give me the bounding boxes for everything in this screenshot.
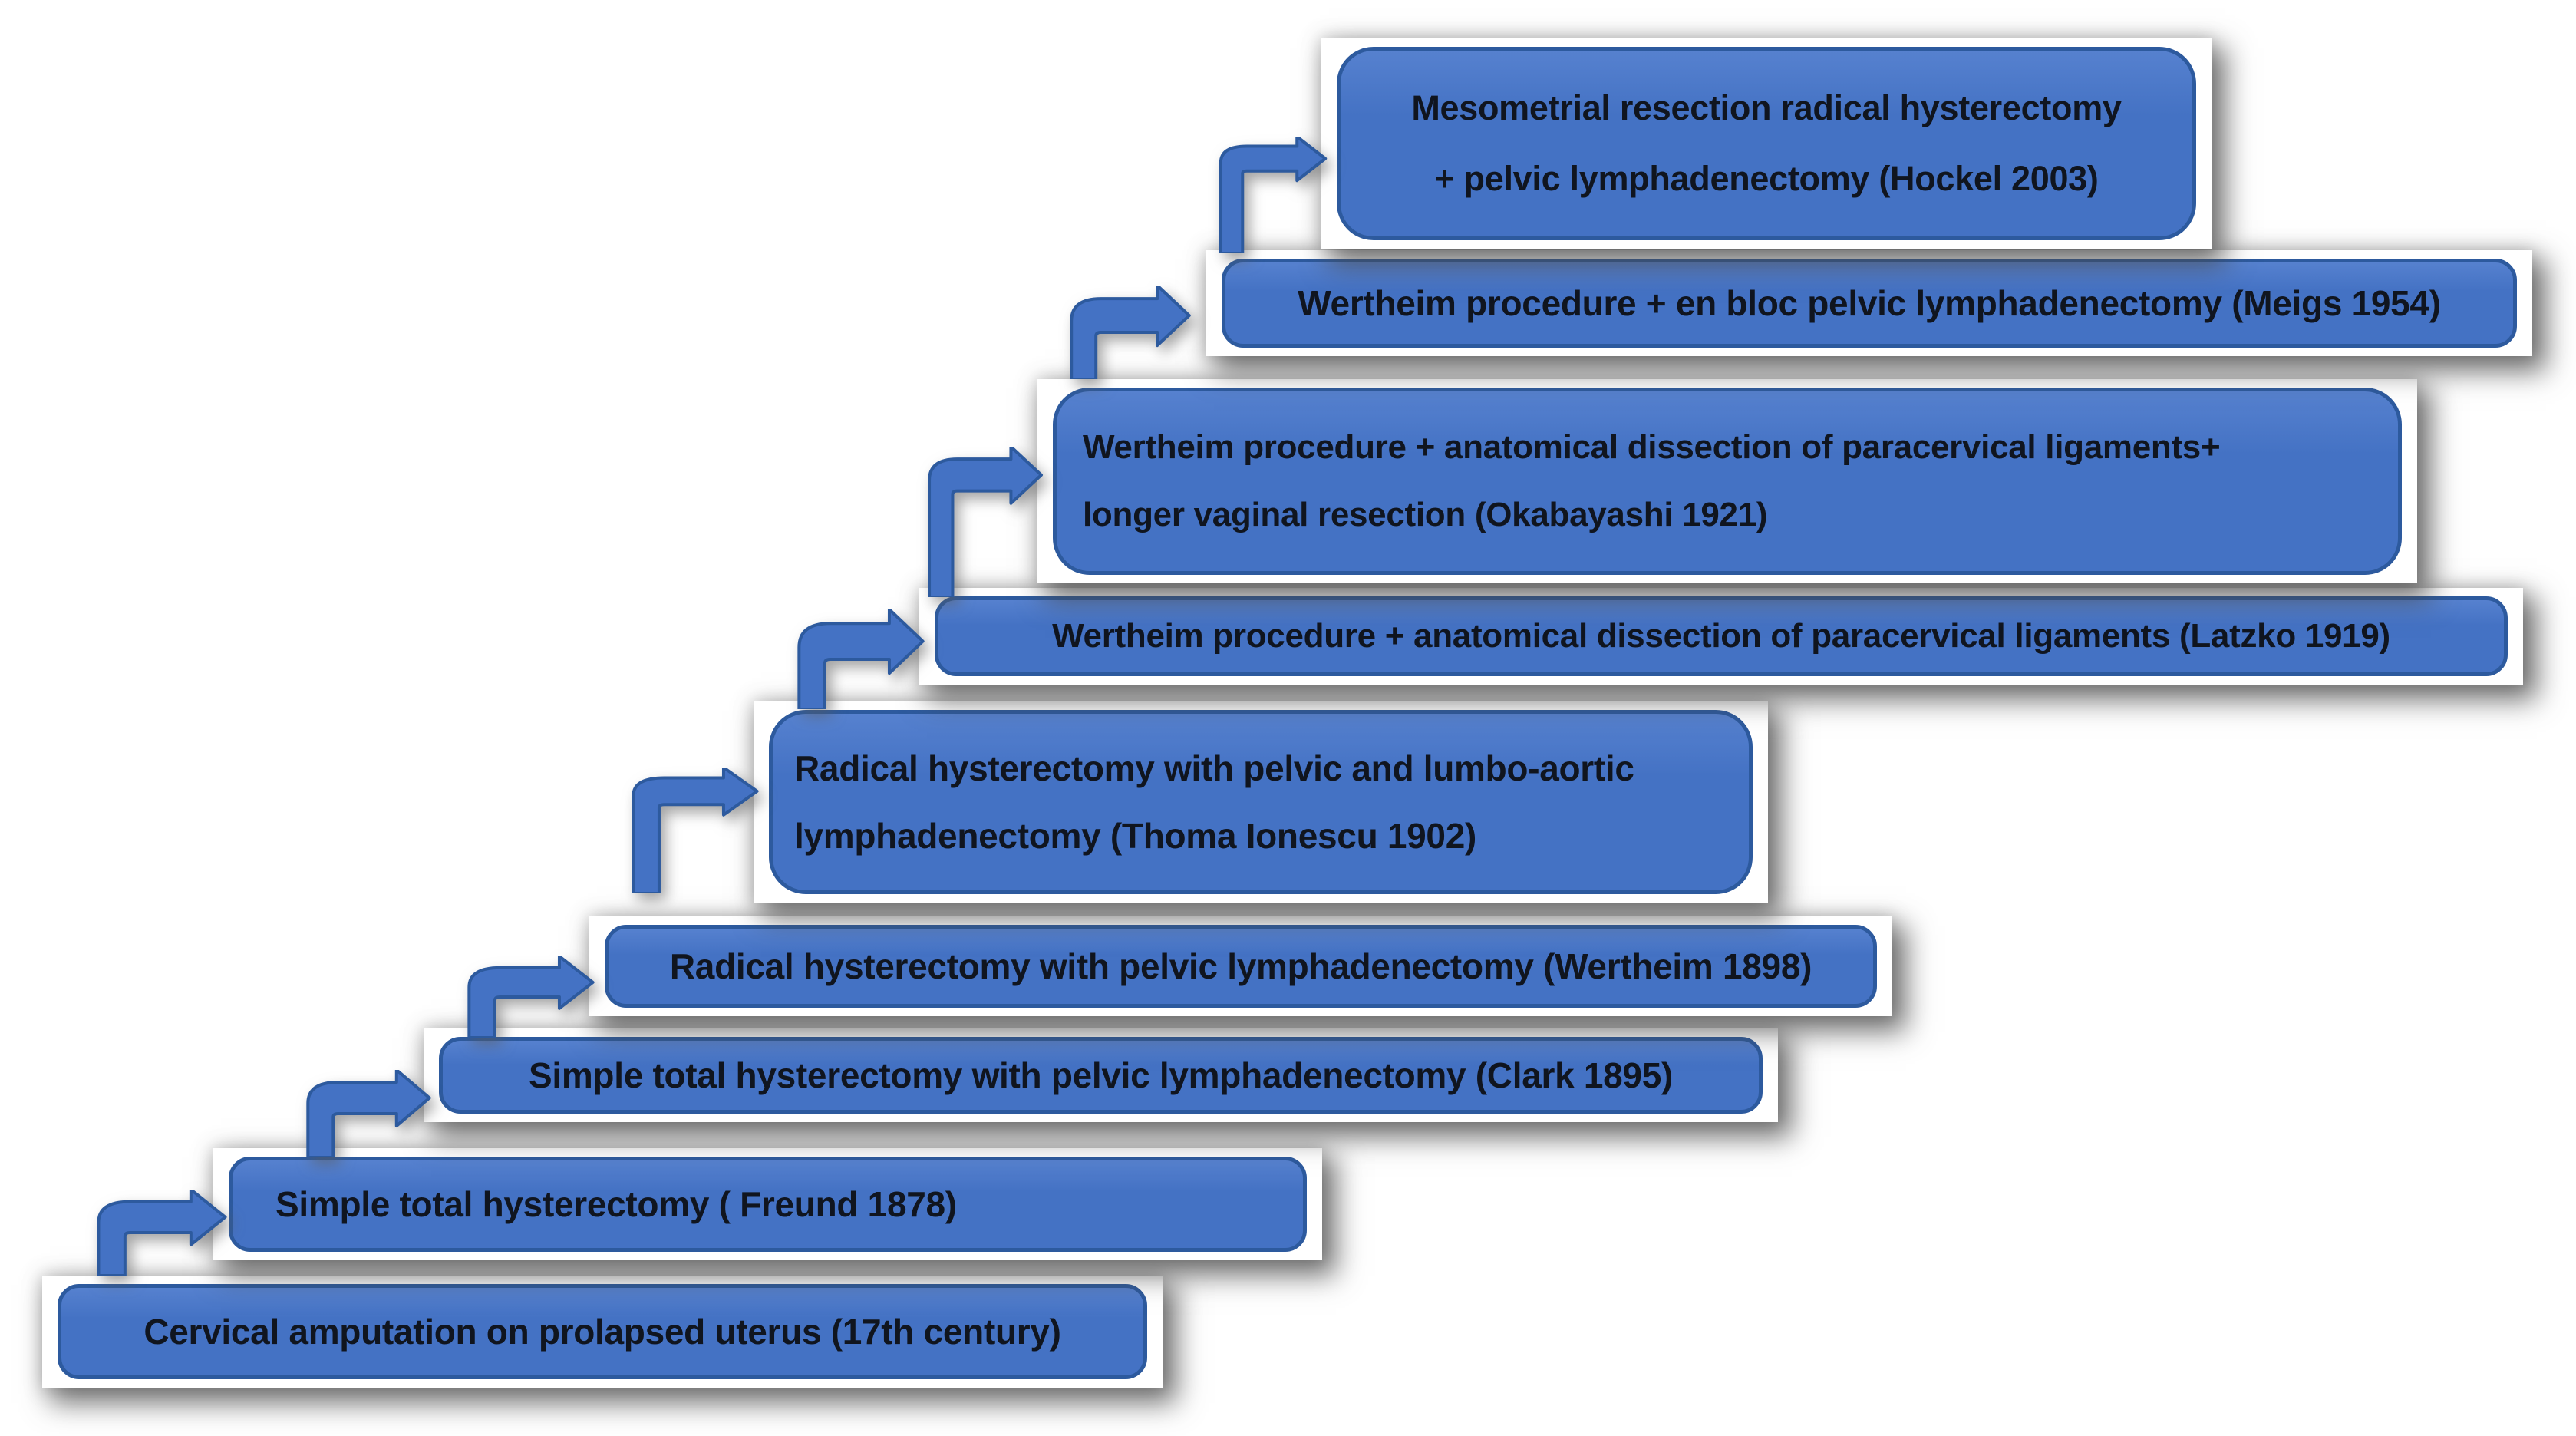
step-box-wertheim-1898: Radical hysterectomy with pelvic lymphad… [605, 925, 1877, 1008]
step-text: Wertheim procedure + en bloc pelvic lymp… [1298, 283, 2441, 323]
step-card-freund-1878: Simple total hysterectomy ( Freund 1878) [213, 1148, 1322, 1260]
step-card-clark-1895: Simple total hysterectomy with pelvic ly… [424, 1028, 1778, 1122]
step-text-line-1: Mesometrial resection radical hysterecto… [1411, 88, 2122, 128]
step-text: Simple total hysterectomy with pelvic ly… [528, 1055, 1674, 1095]
step-card-hockel-2003: Mesometrial resection radical hysterecto… [1321, 38, 2212, 249]
step-text-line-2: longer vaginal resection (Okabayashi 192… [1083, 496, 1768, 533]
bent-up-arrow-icon [1219, 137, 1328, 253]
bent-up-arrow-icon [305, 1070, 432, 1157]
bent-up-arrow-icon [797, 609, 925, 709]
step-box-clark-1895: Simple total hysterectomy with pelvic ly… [439, 1037, 1763, 1114]
step-text: Simple total hysterectomy ( Freund 1878) [275, 1184, 957, 1224]
step-card-latzko-1919: Wertheim procedure + anatomical dissecti… [919, 588, 2523, 685]
step-card-okabayashi-1921: Wertheim procedure + anatomical dissecti… [1037, 379, 2417, 583]
bent-up-arrow-icon [1069, 286, 1192, 379]
step-card-wertheim-1898: Radical hysterectomy with pelvic lymphad… [589, 916, 1892, 1016]
step-card-meigs-1954: Wertheim procedure + en bloc pelvic lymp… [1206, 250, 2532, 356]
step-card-cervical-amputation: Cervical amputation on prolapsed uterus … [42, 1276, 1163, 1388]
step-box-freund-1878: Simple total hysterectomy ( Freund 1878) [229, 1157, 1307, 1252]
bent-up-arrow-icon [927, 447, 1044, 597]
step-box-cervical-amputation: Cervical amputation on prolapsed uterus … [58, 1284, 1147, 1379]
step-text-line-1: Radical hysterectomy with pelvic and lum… [794, 748, 1634, 788]
step-text-line-2: + pelvic lymphadenectomy (Hockel 2003) [1434, 158, 2099, 198]
step-text-line-1: Wertheim procedure + anatomical dissecti… [1083, 428, 2221, 466]
step-text: Radical hysterectomy with pelvic lymphad… [669, 946, 1812, 986]
step-box-latzko-1919: Wertheim procedure + anatomical dissecti… [935, 596, 2508, 676]
step-text: Cervical amputation on prolapsed uterus … [143, 1312, 1061, 1352]
step-box-hockel-2003: Mesometrial resection radical hysterecto… [1337, 47, 2196, 240]
step-text-line-2: lymphadenectomy (Thoma Ionescu 1902) [794, 816, 1477, 856]
step-card-ionescu-1902: Radical hysterectomy with pelvic and lum… [754, 701, 1768, 903]
step-box-meigs-1954: Wertheim procedure + en bloc pelvic lymp… [1222, 259, 2517, 348]
step-box-okabayashi-1921: Wertheim procedure + anatomical dissecti… [1053, 388, 2402, 575]
step-text: Wertheim procedure + anatomical dissecti… [1052, 617, 2390, 655]
bent-up-arrow-icon [467, 956, 595, 1038]
bent-up-arrow-icon [631, 768, 760, 893]
step-box-ionescu-1902: Radical hysterectomy with pelvic and lum… [769, 710, 1753, 894]
bent-up-arrow-icon [96, 1190, 228, 1276]
